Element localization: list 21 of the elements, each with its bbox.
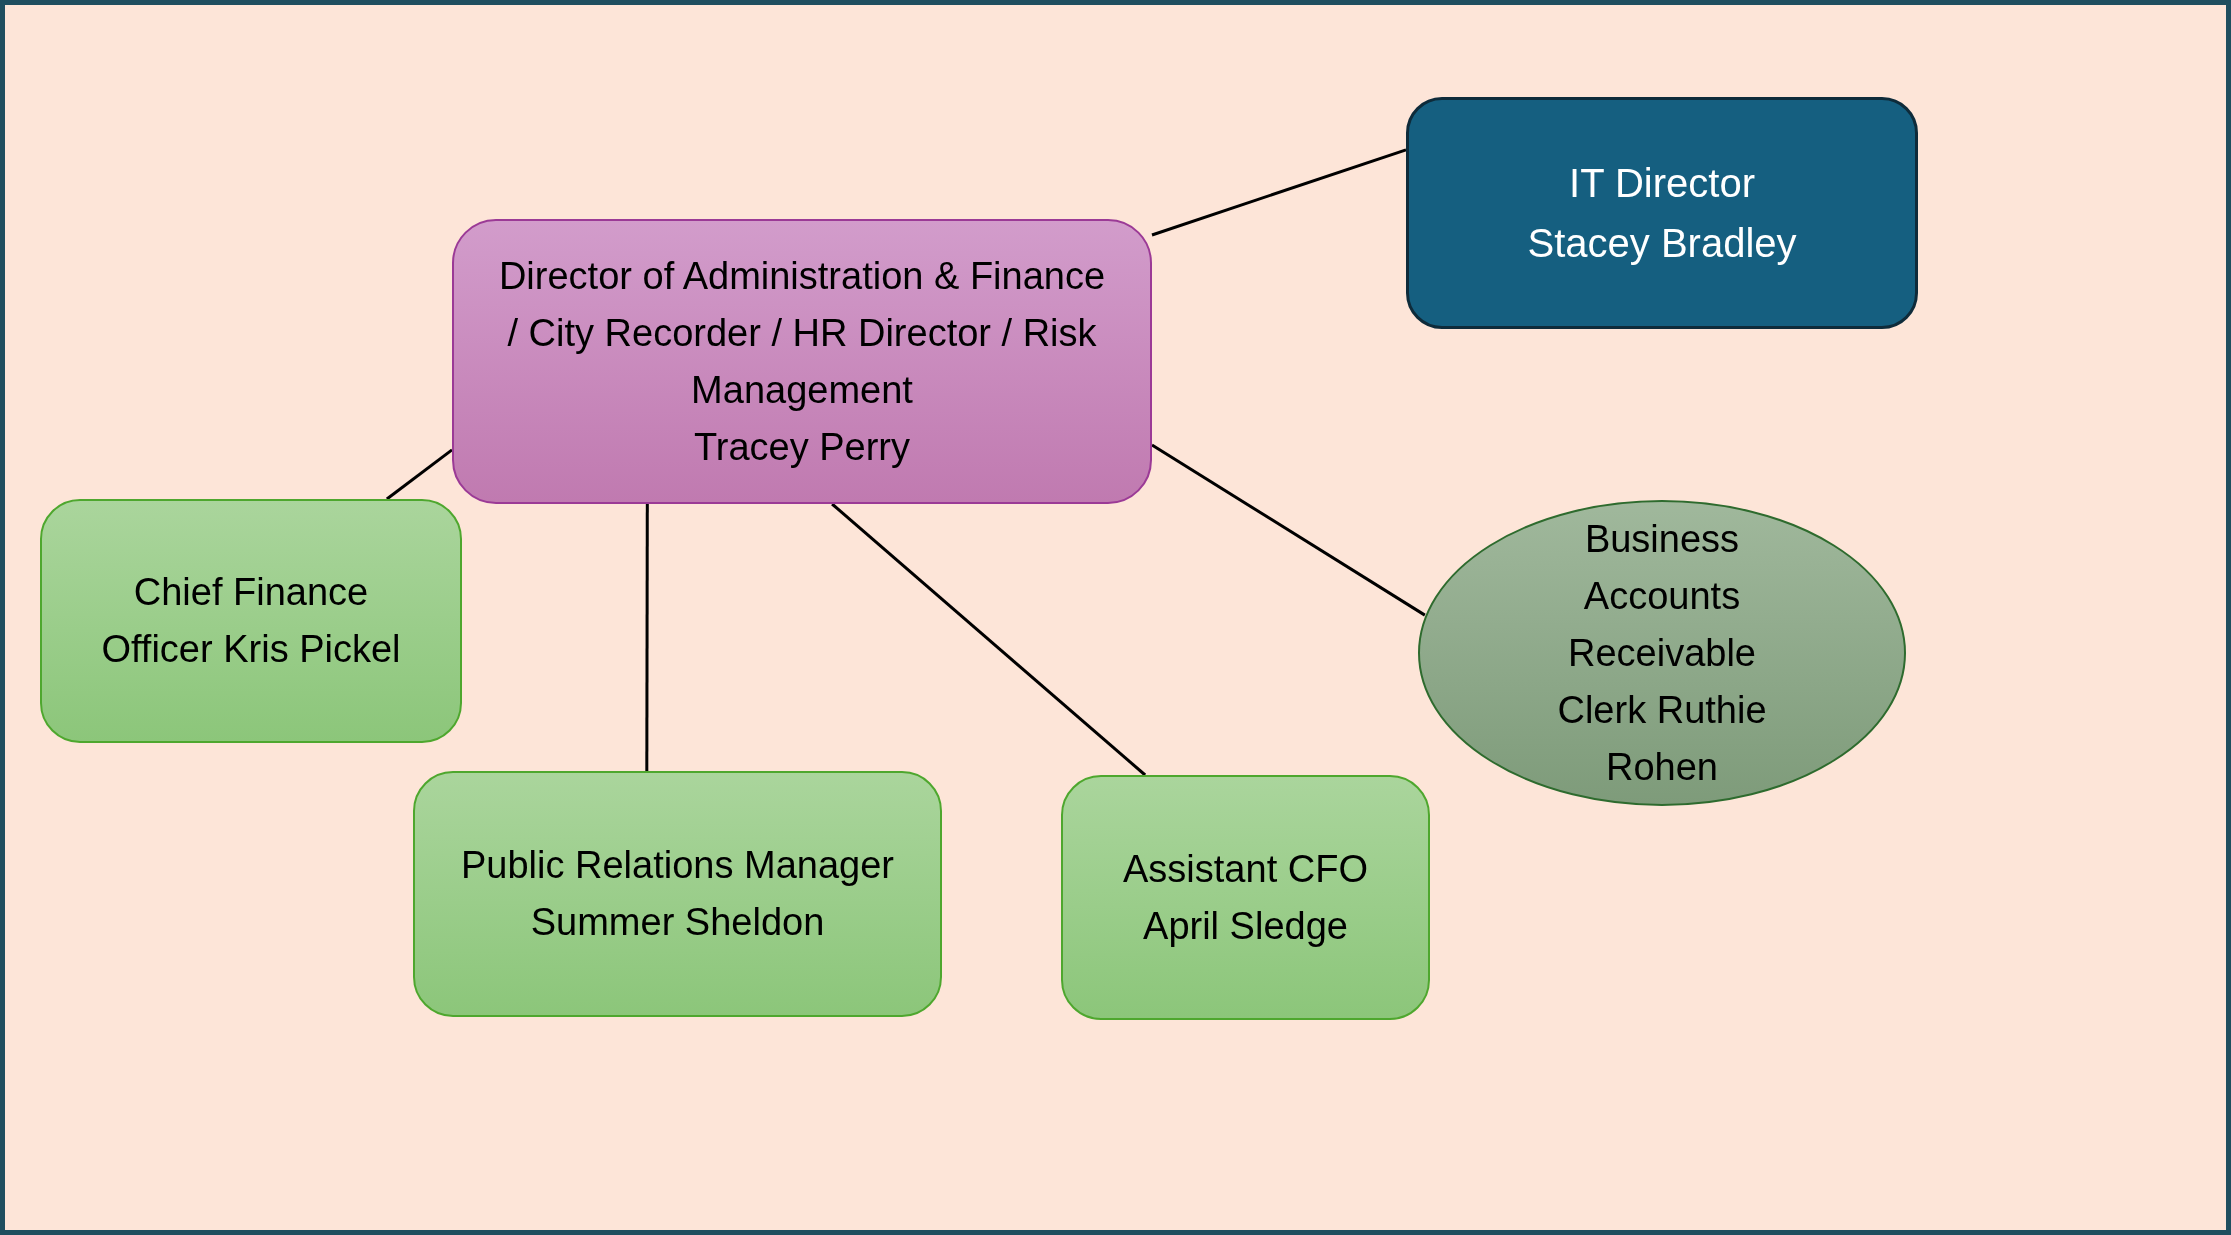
role-text: IT Director [1569, 160, 1755, 207]
role-text: Chief Finance Officer Kris Pickel [100, 570, 402, 672]
role-text: Assistant CFO [1123, 846, 1368, 892]
connector-line [1151, 148, 1407, 237]
connector-line [385, 448, 453, 501]
role-text: Summer Sheldon [530, 900, 825, 945]
role-box [452, 219, 1152, 504]
role-box [1406, 97, 1918, 329]
role-text: Tracey Perry [693, 424, 911, 470]
role-text: Public Relations Manager [461, 843, 894, 888]
connector-line [1151, 443, 1426, 617]
role-ellipse [1417, 499, 1907, 807]
connector-line [831, 502, 1147, 777]
role-box [1061, 775, 1430, 1020]
role-text: April Sledge [1143, 903, 1348, 949]
role-box [413, 771, 942, 1017]
connector-line [645, 504, 649, 771]
role-text: Stacey Bradley [1527, 220, 1797, 267]
role-box [40, 499, 462, 743]
role-text: Director of Administration & Finance / City Recorder / HR Director / Risk Management [497, 253, 1107, 413]
role-text: Business Accounts Receivable Clerk Ruthie Rohen [1556, 516, 1768, 790]
